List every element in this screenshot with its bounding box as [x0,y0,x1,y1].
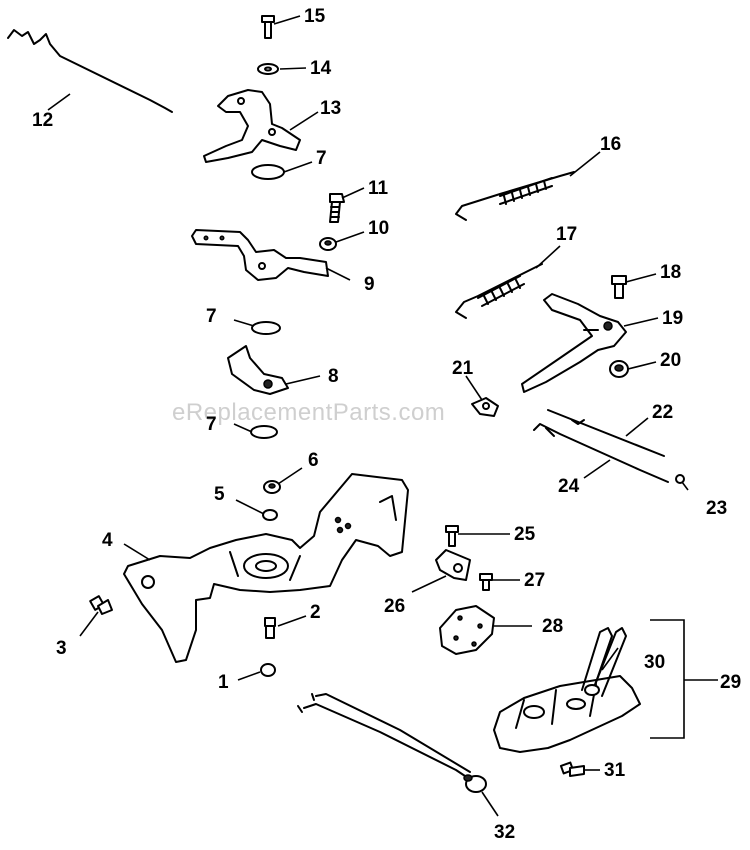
callout-5: 5 [214,484,225,505]
part-32-wire-harness[interactable] [297,693,487,793]
part-7-washer-mid[interactable] [251,321,281,335]
part-5-nut[interactable] [262,509,278,521]
callout-18: 18 [660,262,681,283]
callout-19: 19 [662,308,683,329]
part-8-bracket[interactable] [227,345,289,395]
callout-13: 13 [320,98,341,119]
part-18-screw[interactable] [611,275,627,299]
part-22-choke-rod[interactable] [547,409,665,457]
callout-28: 28 [542,616,563,637]
callout-27: 27 [524,570,545,591]
leader-lines [47,15,718,817]
callout-7-top: 7 [316,148,327,169]
part-10-nut[interactable] [319,237,337,251]
part-2-screw[interactable] [264,617,276,639]
callout-7-low: 7 [206,414,217,435]
part-30-cable-clip[interactable] [581,627,627,697]
part-19-throttle-lever[interactable] [521,293,627,393]
part-7-washer-top[interactable] [251,164,285,180]
part-3-screw[interactable] [89,595,113,615]
part-26-clamp[interactable] [435,549,471,581]
callout-1: 1 [218,672,229,693]
part-25-screw[interactable] [445,525,459,547]
callout-31: 31 [604,760,626,781]
callout-32: 32 [494,822,515,843]
callout-4: 4 [102,530,113,551]
callout-22: 22 [652,402,673,423]
part-23-nut[interactable] [675,474,685,484]
part-9-governor-lever[interactable] [191,229,329,281]
callout-9: 9 [364,274,375,295]
callout-7-mid: 7 [206,306,217,327]
callout-16: 16 [600,134,621,155]
callout-21: 21 [452,358,474,379]
part-14-nut[interactable] [257,63,279,75]
part-12-governor-rod[interactable] [7,29,173,113]
part-17-spring[interactable] [455,263,543,319]
part-7-washer-low[interactable] [250,425,278,439]
part-29-control-assembly[interactable] [493,675,641,753]
part-1-nut[interactable] [260,663,276,677]
callout-30: 30 [644,652,665,673]
part-21-clip[interactable] [471,397,499,417]
callout-6: 6 [308,450,319,471]
group-bracket-29 [650,619,685,739]
callout-17: 17 [556,224,577,245]
callout-3: 3 [56,638,67,659]
callout-15: 15 [304,6,326,27]
callout-20: 20 [660,350,681,371]
part-15-screw[interactable] [261,15,275,39]
part-4-control-bracket[interactable] [123,473,409,663]
part-24-throttle-rod[interactable] [533,423,669,483]
callout-23: 23 [706,498,727,519]
part-27-screw[interactable] [479,573,493,591]
callout-10: 10 [368,218,389,239]
callout-labels: 15 14 13 12 7 11 10 9 7 8 7 6 5 4 3 2 1 … [32,6,741,843]
callout-12: 12 [32,110,53,131]
callout-14: 14 [310,58,332,79]
part-13-lever[interactable] [203,89,301,163]
part-28-plate[interactable] [439,605,495,655]
callout-2: 2 [310,602,321,623]
watermark-text: eReplacementParts.com [172,399,445,426]
callout-25: 25 [514,524,536,545]
callout-24: 24 [558,476,580,497]
part-16-spring[interactable] [455,171,575,221]
callout-8: 8 [328,366,339,387]
callout-26: 26 [384,596,405,617]
part-20-nut[interactable] [609,360,629,378]
part-31-screw[interactable] [559,761,585,777]
part-11-bolt[interactable] [329,193,345,223]
part-6-nut[interactable] [263,480,281,494]
callout-11: 11 [368,178,389,199]
callout-29: 29 [720,672,741,693]
